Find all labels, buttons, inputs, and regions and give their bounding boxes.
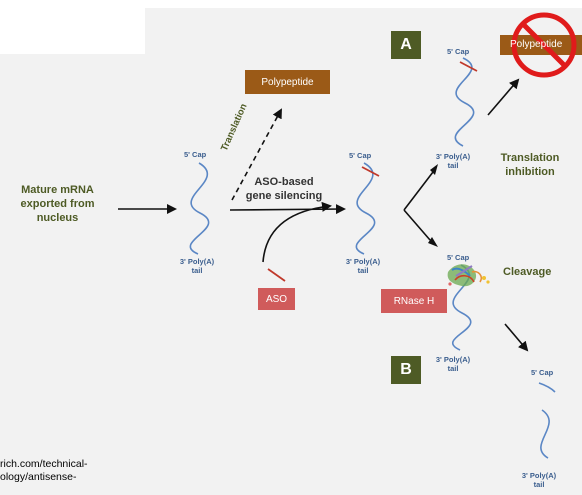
panel-a-badge: A [391, 31, 421, 59]
poly-a-label-3: 3' Poly(A) tail [428, 152, 478, 170]
aso-strand-2 [361, 166, 380, 177]
polypeptide-box: Polypeptide [245, 70, 330, 94]
five-cap-label-4: 5' Cap [447, 253, 470, 262]
panel-b-label: B [400, 361, 412, 378]
arrow-cleavage-out [504, 323, 529, 352]
five-cap-label-5: 5' Cap [531, 368, 554, 377]
poly-a-label-5-line-1: 3' Poly(A) [521, 471, 557, 480]
poly-a-label-1-line-1: 3' Poly(A) [179, 257, 215, 266]
aso-strand-3 [459, 61, 478, 72]
poly-a-label-2-line-1: 3' Poly(A) [345, 257, 381, 266]
aso-strand-1 [267, 268, 286, 282]
arrow-split [403, 171, 434, 241]
mrna-strand-2 [355, 162, 376, 255]
mature-mrna-line-1: Mature mRNA [21, 184, 94, 196]
mature-mrna-line-2: exported from [20, 198, 95, 210]
source-url-line-1: rich.com/technical- [0, 458, 88, 470]
arrow-translation-dashed [231, 108, 282, 201]
rnase-h-label: RNase H [393, 295, 435, 307]
arrow-to-polypeptide [487, 78, 520, 116]
poly-a-label-2-line-2: tail [357, 266, 369, 275]
translation-inhibition-label: Translation inhibition [490, 151, 570, 179]
mature-mrna-line-3: nucleus [36, 212, 79, 224]
polypeptide-blocked-label: Polypeptide [510, 39, 563, 50]
source-url-line-2: ology/antisense- [0, 471, 77, 483]
mrna-strand-3 [454, 57, 475, 147]
aso-label: ASO [265, 293, 288, 305]
source-url: rich.com/technical- ology/antisense- [0, 458, 88, 484]
poly-a-label-5-line-2: tail [533, 480, 545, 489]
poly-a-label-3-line-1: 3' Poly(A) [435, 152, 471, 161]
poly-a-label-4: 3' Poly(A) tail [428, 355, 478, 373]
poly-a-label-4-line-1: 3' Poly(A) [435, 355, 471, 364]
arrow-aso-curve [262, 201, 332, 263]
poly-a-label-1: 3' Poly(A) tail [172, 257, 222, 275]
cleavage-label: Cleavage [503, 266, 552, 278]
five-cap-label-1: 5' Cap [184, 150, 207, 159]
five-cap-label-2: 5' Cap [349, 151, 372, 160]
rnase-h-protein-icon [447, 264, 490, 287]
mature-mrna-label: Mature mRNA exported from nucleus [10, 183, 105, 225]
panel-a-label: A [400, 36, 412, 53]
mrna-fragment-5 [538, 382, 556, 393]
aso-based-line-1: ASO-based [254, 176, 314, 188]
five-cap-label-3: 5' Cap [447, 47, 470, 56]
mrna-strand-1 [189, 162, 210, 255]
panel-b-badge: B [391, 356, 421, 384]
aso-box: ASO [258, 288, 295, 310]
translation-inhibition-line-1: Translation [500, 152, 560, 164]
aso-based-label: ASO-based gene silencing [230, 175, 338, 203]
poly-a-label-2: 3' Poly(A) tail [338, 257, 388, 275]
mrna-fragment-6 [540, 409, 550, 459]
aso-based-line-2: gene silencing [245, 190, 323, 202]
poly-a-label-1-line-2: tail [191, 266, 203, 275]
translation-inhibition-line-2: inhibition [505, 166, 555, 178]
poly-a-label-4-line-2: tail [447, 364, 459, 373]
arrow-gene-silencing [229, 204, 346, 215]
prohibition-sign-icon [511, 12, 577, 78]
poly-a-label-5: 3' Poly(A) tail [514, 471, 564, 489]
rnase-h-box: RNase H [381, 289, 447, 313]
polypeptide-label: Polypeptide [261, 76, 314, 88]
poly-a-label-3-line-2: tail [447, 161, 459, 170]
